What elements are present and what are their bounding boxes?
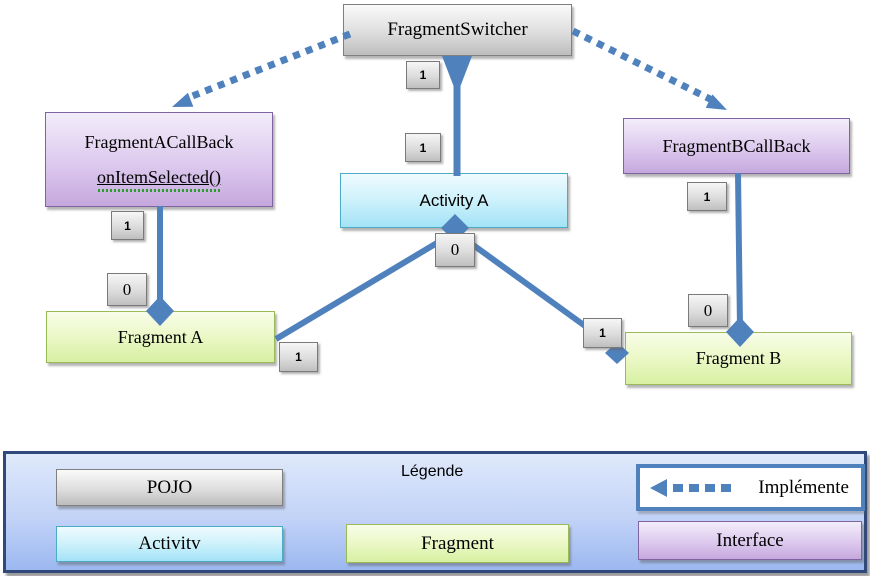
fragment-a-callback-node: FragmentACallBack onItemSelected() xyxy=(45,112,273,207)
dash-icon xyxy=(689,483,699,492)
multiplicity-fragment-a-top: 0 xyxy=(107,273,147,306)
legend-panel: Légende POJO Activitv Fragment Interface… xyxy=(3,451,867,573)
fragment-b-callback-title: FragmentBCallBack xyxy=(662,135,811,156)
multiplicity-fragment-b-left: 1 xyxy=(583,318,622,348)
dash-icon xyxy=(721,483,731,492)
legend-item-pojo: POJO xyxy=(56,469,283,506)
fragment-b-callback-node: FragmentBCallBack xyxy=(623,118,850,174)
composition-diamond-fragment-a-icon xyxy=(146,296,174,326)
fragment-a-label: Fragment A xyxy=(117,326,204,347)
dashed-arrow-left-icon xyxy=(650,478,667,497)
activity-a-label: Activity A xyxy=(419,190,489,210)
implements-arrowhead-a-icon xyxy=(172,92,194,107)
on-item-selected-method: onItemSelected() xyxy=(97,166,221,192)
legend-implements-label: Implémente xyxy=(758,476,849,498)
implements-edge-b xyxy=(571,27,714,104)
fragment-switcher-label: FragmentSwitcher xyxy=(387,19,528,40)
fragment-switcher-node: FragmentSwitcher xyxy=(343,4,572,56)
multiplicity-switcher-bottom: 1 xyxy=(406,61,440,89)
multiplicity-callback-a-bottom: 1 xyxy=(111,211,144,240)
multiplicity-fragment-b-top: 0 xyxy=(688,294,728,327)
legend-title: Légende xyxy=(401,463,464,480)
multiplicity-callback-b-bottom: 1 xyxy=(687,182,727,211)
multiplicity-activity-top: 1 xyxy=(405,133,441,162)
fragment-a-callback-title: FragmentACallBack xyxy=(84,131,234,152)
multiplicity-fragment-a-right: 1 xyxy=(279,342,318,372)
edge-callback-b-fragment-b xyxy=(735,172,743,329)
implements-edge-a xyxy=(188,30,352,101)
diagram-canvas: FragmentSwitcher FragmentACallBack onIte… xyxy=(45,4,852,385)
legend-implements-key: Implémente xyxy=(636,464,865,511)
legend-item-interface: Interface xyxy=(638,521,862,560)
composition-diamond-fragment-b-icon xyxy=(726,317,754,347)
legend-item-activity: Activitv xyxy=(56,526,283,562)
edge-activity-fragment-a xyxy=(274,231,454,342)
implements-arrowhead-b-icon xyxy=(705,94,727,110)
legend-item-fragment: Fragment xyxy=(346,524,569,563)
fragment-b-label: Fragment B xyxy=(695,348,782,368)
multiplicity-activity-bottom: 0 xyxy=(435,233,475,267)
dash-icon xyxy=(705,483,715,492)
dash-icon xyxy=(673,483,683,492)
